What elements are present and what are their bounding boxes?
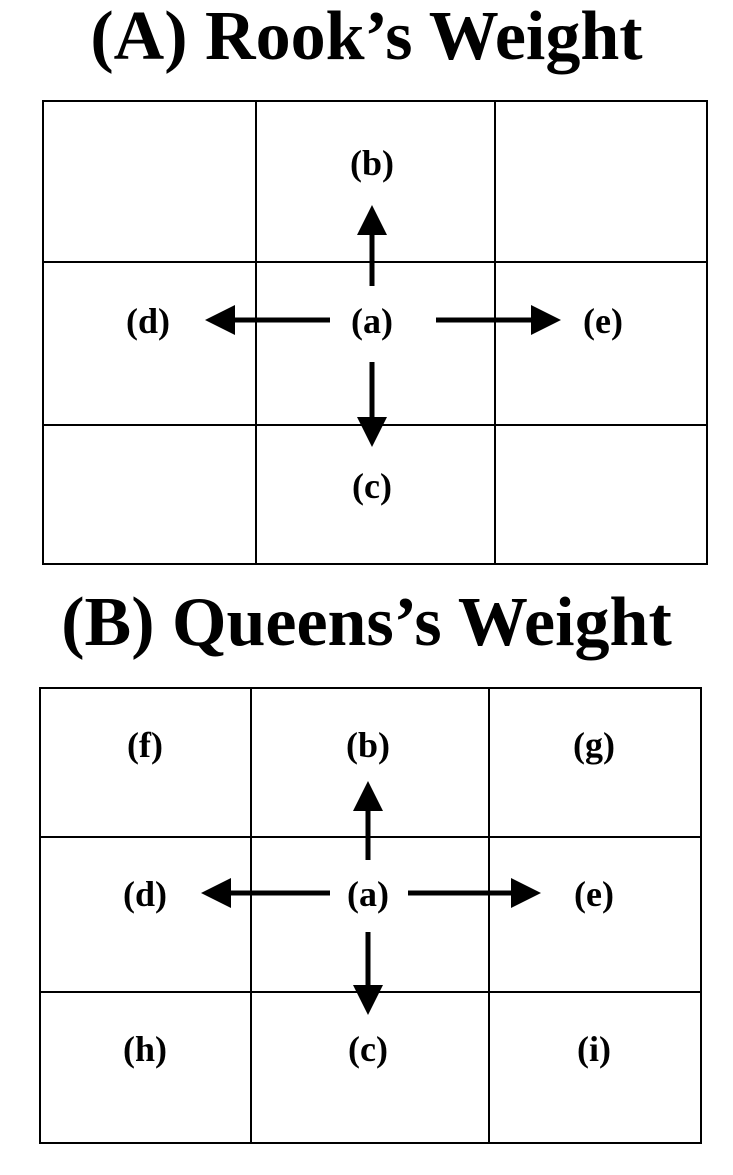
queen-grid-border (39, 687, 702, 1144)
queen-label-c: (c) (348, 1029, 388, 1069)
queen-label-d: (d) (123, 874, 167, 914)
queen-label-a: (a) (347, 874, 389, 914)
queen-label-b: (b) (346, 725, 390, 765)
rook-grid-border (42, 100, 708, 565)
queen-label-e: (e) (574, 874, 614, 914)
queen-label-g: (g) (573, 725, 615, 765)
rook-grid (42, 100, 708, 565)
queen-grid (39, 687, 702, 1144)
rook-label-a: (a) (351, 301, 393, 341)
rook-label-b: (b) (350, 143, 394, 183)
queen-label-h: (h) (123, 1029, 167, 1069)
queen-label-f: (f) (127, 725, 163, 765)
panel-b-title: (B) Queens’s Weight (61, 584, 672, 661)
queen-label-i: (i) (577, 1029, 611, 1069)
rook-label-c: (c) (352, 466, 392, 506)
rook-label-d: (d) (126, 301, 170, 341)
rook-label-e: (e) (583, 301, 623, 341)
panel-a-title: (A) Rook’s Weight (90, 0, 643, 75)
